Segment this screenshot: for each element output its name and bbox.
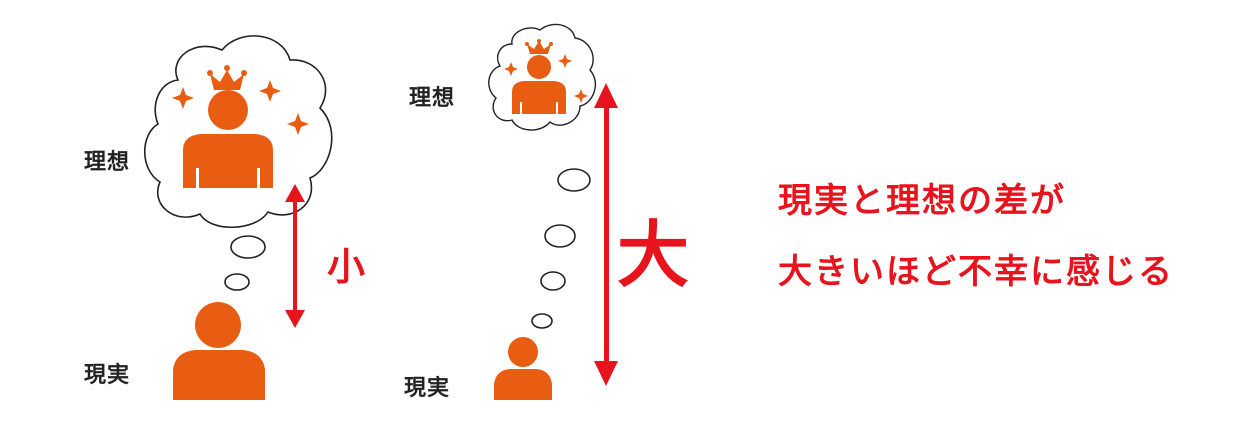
ideal-label-left: 理想	[84, 150, 131, 175]
gap-small-label: 小	[327, 245, 366, 289]
reality-label-left: 現実	[84, 363, 131, 388]
message-line-1: 現実と理想の差が	[778, 181, 1066, 221]
message-line-2: 大きいほど不幸に感じる	[778, 252, 1174, 292]
thought-bubble-small-2	[544, 224, 576, 248]
crown-icon	[210, 70, 244, 90]
thought-bubble-small-1	[557, 168, 591, 192]
person-icon	[512, 55, 566, 114]
double-arrow-icon	[285, 184, 305, 328]
person-icon	[494, 337, 552, 400]
thought-bubble-small-3	[540, 271, 566, 291]
ideal-label-right: 理想	[409, 86, 456, 111]
crown-icon	[527, 41, 551, 54]
sparkle-icon	[172, 80, 309, 135]
gap-large-label: 大	[617, 213, 690, 297]
thought-bubble-small-4	[531, 313, 553, 329]
thought-bubble-icon	[144, 35, 333, 229]
thought-bubble-small-1	[230, 235, 266, 259]
double-arrow-icon	[594, 83, 618, 386]
thought-bubble-small-2	[224, 273, 250, 291]
reality-label-right: 現実	[404, 376, 451, 401]
sparkle-icon	[504, 54, 588, 103]
person-icon	[183, 90, 273, 188]
person-icon	[173, 302, 265, 400]
